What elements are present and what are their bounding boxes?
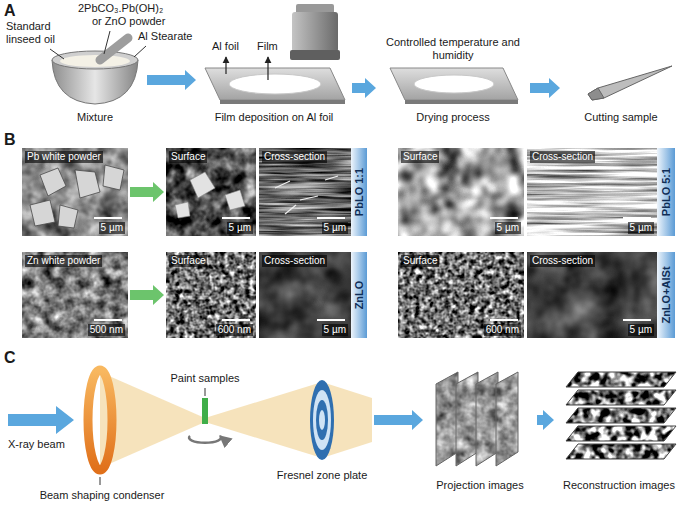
- sem-image: Cross-section 5 µm: [527, 148, 657, 236]
- caption: Drying process: [416, 111, 489, 124]
- scale-label: 5 µm: [322, 222, 348, 234]
- scale-label: 500 nm: [88, 324, 125, 336]
- sample-label: PbLO 1:1: [353, 168, 366, 216]
- callout-label: Standard linseed oil: [6, 20, 70, 46]
- illustration-panel: Fresnel zone plate: [272, 370, 372, 482]
- scale-label: 5 µm: [99, 222, 125, 234]
- sem-image: Pb white powder 5 µm: [22, 148, 128, 236]
- sample-label: ZnLO: [353, 281, 366, 310]
- sem-image: Zn white powder 500 nm: [22, 252, 128, 338]
- sample-label: ZnLO+AlSt: [660, 266, 673, 323]
- image-title: Zn white powder: [25, 255, 102, 267]
- scale-label: 5 µm: [628, 222, 654, 234]
- caption: Cutting sample: [584, 111, 657, 124]
- sem-image: Surface 600 nm: [166, 252, 256, 338]
- scale-label: 600 nm: [484, 324, 521, 336]
- sem-image: Surface 600 nm: [398, 252, 524, 338]
- flow-arrow: [530, 78, 560, 98]
- callout-label: Al Stearate: [138, 30, 192, 43]
- illustration-panel: Cutting sample: [562, 56, 680, 124]
- sample-band: PbLO 1:1: [351, 148, 367, 236]
- panel-letter: B: [4, 131, 16, 149]
- flow-arrow: [147, 70, 196, 90]
- callout-label: X-ray beam: [8, 438, 65, 451]
- callout-label: Film: [257, 40, 278, 53]
- image-title: Pb white powder: [25, 151, 103, 163]
- image-title: Cross-section: [262, 151, 327, 163]
- image-title: Surface: [401, 255, 439, 267]
- flow-arrow: [130, 182, 164, 202]
- illustration-panel: Film deposition on Al foil: [198, 56, 350, 124]
- sem-image: Surface 5 µm: [166, 148, 256, 236]
- illustration-panel: Projection images: [425, 362, 535, 492]
- sem-image: Cross-section 5 µm: [259, 252, 351, 338]
- sample-band: ZnLO+AlSt: [657, 252, 675, 338]
- sem-image: Cross-section 5 µm: [259, 148, 351, 236]
- flow-arrow: [537, 410, 554, 430]
- sample-label: PbLO 5:1: [660, 168, 673, 216]
- illustration-panel: Beam shaping condenser: [37, 362, 168, 502]
- caption: Beam shaping condenser: [40, 489, 165, 502]
- illustration-panel: Reconstruction images: [556, 362, 682, 492]
- caption: Mixture: [77, 111, 113, 124]
- image-title: Cross-section: [530, 151, 595, 163]
- scale-label: 600 nm: [216, 324, 253, 336]
- condition-note: Controlled temperature and humidity: [383, 36, 523, 62]
- sem-image: Cross-section 5 µm: [527, 252, 657, 338]
- image-title: Cross-section: [530, 255, 595, 267]
- scale-label: 5 µm: [322, 324, 348, 336]
- illustration-panel: Paint samples: [167, 372, 243, 452]
- callout-label: 2PbCO₃.Pb(OH)₂: [78, 2, 163, 15]
- callout-label: Al foil: [212, 40, 239, 53]
- callout-label: or ZnO powder: [92, 15, 165, 28]
- caption: Projection images: [436, 479, 523, 492]
- flow-arrow: [130, 285, 164, 305]
- image-title: Surface: [169, 255, 207, 267]
- sem-image: Surface 5 µm: [398, 148, 524, 236]
- scale-label: 5 µm: [628, 324, 654, 336]
- caption: Film deposition on Al foil: [215, 111, 334, 124]
- caption: Paint samples: [170, 372, 239, 385]
- scale-label: 5 µm: [227, 222, 253, 234]
- sample-band: ZnLO: [351, 252, 367, 338]
- illustration-panel: Controlled temperature and humidityDryin…: [378, 36, 528, 124]
- sample-band: PbLO 5:1: [657, 148, 675, 236]
- panel-letter: C: [4, 349, 16, 367]
- caption: Reconstruction images: [563, 479, 675, 492]
- image-title: Surface: [401, 151, 439, 163]
- image-title: Surface: [169, 151, 207, 163]
- image-title: Cross-section: [262, 255, 327, 267]
- caption: Fresnel zone plate: [277, 469, 368, 482]
- scale-label: 5 µm: [495, 222, 521, 234]
- flow-arrow: [374, 410, 423, 430]
- panel-letter: A: [4, 2, 16, 20]
- illustration-panel: Mixture: [45, 50, 145, 124]
- flow-arrow: [352, 78, 376, 98]
